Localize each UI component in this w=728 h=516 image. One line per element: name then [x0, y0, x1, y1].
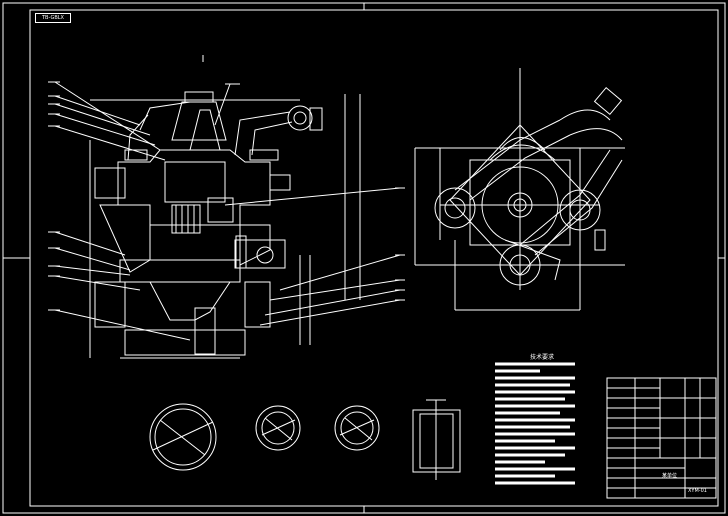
- front-view: [48, 55, 405, 359]
- technical-requirements-notes: [495, 362, 575, 485]
- title-block-drawing-number: XYM-01: [688, 488, 707, 494]
- top-view: [414, 68, 625, 311]
- title-block-company: 某单位: [662, 473, 678, 479]
- sheet-corner-tag: TB-GBLX: [35, 13, 71, 23]
- title-block: [606, 377, 717, 499]
- technical-requirements-title: 技术要求: [530, 354, 555, 361]
- section-views: [149, 399, 461, 480]
- inner-border: [29, 9, 719, 507]
